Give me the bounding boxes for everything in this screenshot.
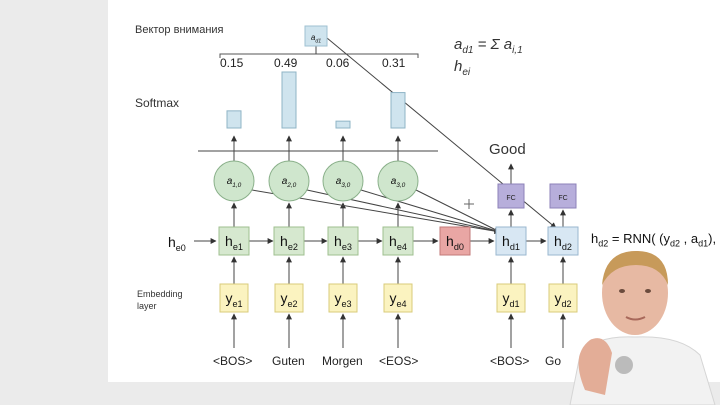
encoder-state-box [273, 226, 305, 256]
he0-label: he0 [168, 234, 186, 253]
input-token: <BOS> [213, 354, 253, 368]
attention-node [213, 160, 255, 202]
weight-label: 0.15 [220, 56, 244, 70]
embedding-box [274, 283, 304, 313]
attention-vector-label: ad1 [311, 33, 321, 44]
rnn-end: ), [708, 231, 717, 246]
input-token: Morgen [322, 354, 363, 368]
softmax-bar [226, 110, 242, 129]
encoder-state-box [382, 226, 414, 256]
encoder-state-label: he3 [334, 233, 352, 252]
rnn-rest: = RNN( (y [608, 231, 670, 246]
attention-node-label: a3,0 [336, 176, 351, 189]
embedding-box [383, 283, 413, 313]
softmax-label: Softmax [135, 96, 180, 110]
embedding-box [219, 283, 249, 313]
decoder-state-box [547, 226, 579, 256]
formula-a-sub: d1 [462, 45, 474, 56]
decoder-state-label: hd2 [554, 233, 572, 252]
embedding-box [548, 283, 578, 313]
embedding-box [328, 283, 358, 313]
slide-title: Вектор внимания [135, 24, 224, 36]
softmax-bar [281, 71, 297, 129]
decoder-state-box [495, 226, 527, 256]
weight-label: 0.06 [326, 56, 350, 70]
he0-sub: e0 [175, 242, 186, 253]
attention-fan-line [415, 189, 501, 233]
embedding-box [496, 283, 526, 313]
softmax-bar [335, 120, 351, 129]
formula-a: a [454, 36, 463, 53]
rnn-formula: hd2 = RNN( (yd2 , ad1), [591, 231, 716, 249]
he0-main: h [168, 234, 176, 250]
weight-label: 0.31 [382, 56, 406, 70]
rnn-h: h [591, 231, 599, 246]
input-token: Guten [272, 354, 305, 368]
formula-h-sub: ei [462, 67, 471, 78]
formula-a-rest-sub: i,1 [512, 45, 523, 56]
fc-box [549, 183, 577, 209]
rnn-tail-sub: d1 [698, 238, 709, 249]
embedding-label-text: ye3 [334, 290, 351, 309]
encoder-state-label: he4 [389, 233, 407, 252]
decoder-state-label: hd1 [502, 233, 520, 252]
attention-fan-line [360, 189, 501, 234]
encoder-state-label: he1 [225, 233, 243, 252]
fc-label: FC [506, 195, 515, 202]
fc-box [497, 183, 525, 209]
embedding-label-text: yd1 [502, 290, 519, 309]
output-word: Good [489, 141, 526, 158]
bracket-line [219, 53, 419, 58]
fc-label: FC [558, 195, 567, 202]
attention-formula: ad1 = Σ ai,1 [454, 36, 523, 56]
rnn-h-sub: d2 [598, 238, 609, 249]
encoder-state-box [327, 226, 359, 256]
attention-node [268, 160, 310, 202]
formula-h: hei [454, 58, 470, 78]
formula-a-rest: = Σ a [473, 36, 513, 53]
presenter-video [569, 250, 716, 405]
decoder-start-label: hd0 [446, 233, 464, 252]
input-token: <BOS> [490, 354, 530, 368]
embedding-label: Embedding layer [137, 289, 183, 311]
attention-node-label: a2,0 [282, 176, 297, 189]
cursor-cross [464, 199, 474, 209]
attention-node [377, 160, 419, 202]
embedding-label-text: yd2 [554, 290, 571, 309]
decoder-start-box [439, 226, 471, 256]
input-token: <EOS> [379, 354, 419, 368]
encoder-state-label: he2 [280, 233, 298, 252]
rnn-rest-sub: d2 [670, 238, 681, 249]
rnn-tail: , a [680, 231, 699, 246]
embedding-label-text: ye4 [389, 290, 406, 309]
input-token: Go [545, 354, 562, 368]
embedding-label-text: ye1 [225, 290, 242, 309]
embedding-label-text: ye2 [280, 290, 297, 309]
encoder-state-box [218, 226, 250, 256]
attention-node-label: a3,0 [391, 176, 406, 189]
weight-label: 0.49 [274, 56, 298, 70]
attention-vector-box [304, 25, 328, 47]
formula-h-main: h [454, 58, 463, 75]
attention-node-label: a1,0 [227, 176, 242, 189]
attention-node [322, 160, 364, 202]
softmax-bar [390, 92, 406, 129]
